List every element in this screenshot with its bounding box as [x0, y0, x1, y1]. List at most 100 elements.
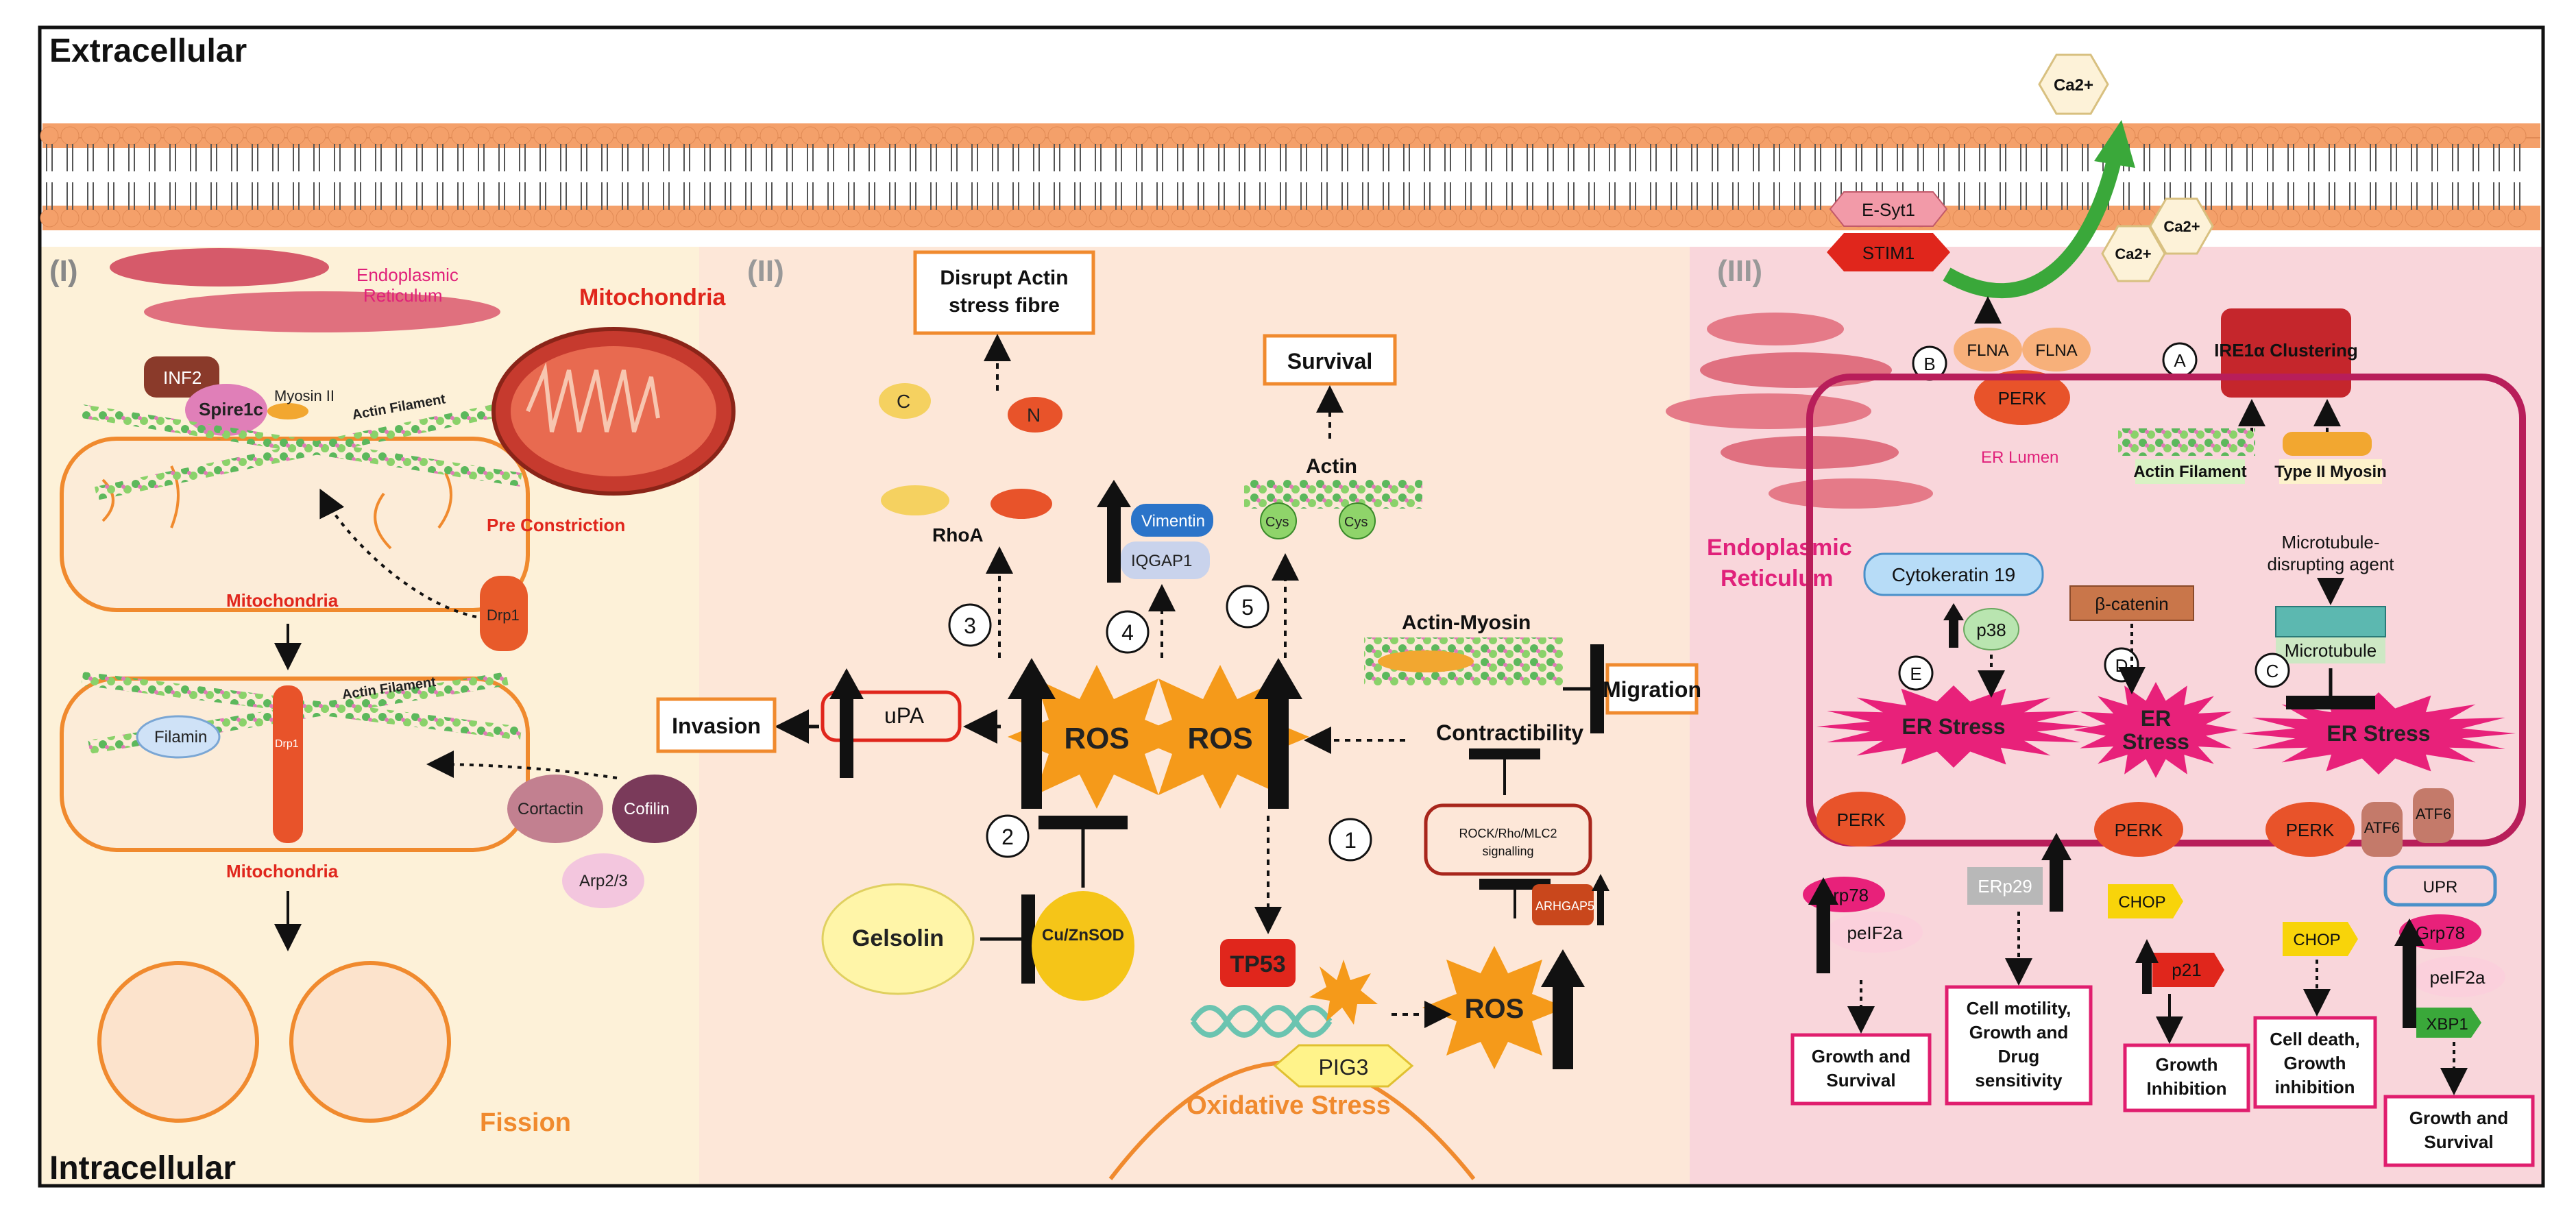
step-5-label: 5: [1241, 595, 1254, 620]
er-stress-e-burst: [1816, 685, 2091, 768]
actin-filament-er: [2118, 428, 2255, 456]
atf6-label-right: ATF6: [2416, 805, 2451, 823]
inf2-label: INF2: [163, 367, 202, 388]
step-4-label: 4: [1121, 620, 1134, 645]
er-label-3-line2: Reticulum: [1721, 565, 1833, 592]
up-arrow-grp78-e: [1808, 877, 1838, 973]
label-b: B: [1923, 354, 1935, 374]
arp23-label: Arp2/3: [579, 872, 628, 890]
p21-label: p21: [2172, 960, 2201, 980]
ros-burst-right: [1131, 665, 1309, 809]
migration-box: [1605, 663, 1699, 715]
pelf2a-atf6: [2409, 956, 2505, 997]
cys-label-2: Cys: [1344, 515, 1368, 530]
cys-residue-2: [1339, 502, 1376, 539]
perk-c: [2265, 802, 2355, 857]
outcome-2-line3: Drug: [1998, 1046, 2040, 1067]
mitochondria-label-1: Mitochondria: [226, 590, 339, 611]
up-arrow-grp78-atf6: [2394, 918, 2425, 1028]
outcome-box-2: [1945, 985, 2093, 1106]
er-stress-d-label-2: Stress: [2122, 729, 2189, 754]
calcium-flux-arrow: [1943, 156, 2122, 299]
rhoa-n-label: N: [1027, 404, 1041, 426]
fission-label: Fission: [480, 1108, 571, 1137]
er-stress-e-label: ER Stress: [1901, 714, 2005, 739]
chop-d-label: CHOP: [2118, 893, 2165, 912]
microtubule-protein: [2275, 606, 2386, 637]
filamin-protein: [136, 715, 221, 759]
daughter-mitochondrion-2: [289, 961, 451, 1123]
upr-loop: [2383, 865, 2497, 907]
step-1-circle: [1328, 818, 1372, 862]
rhoa-label: RhoA: [932, 524, 984, 546]
er-label-2: Reticulum: [363, 285, 443, 306]
xbp1-protein: [2416, 1008, 2481, 1038]
iqgap1-protein: [1121, 541, 1210, 579]
rhoa-c-domain: [879, 383, 931, 419]
er-tubule-1: [110, 248, 329, 287]
er-tubule-2: [144, 291, 500, 332]
gelsolin-label: Gelsolin: [852, 925, 944, 951]
cys-label-1: Cys: [1265, 515, 1289, 530]
outcome-1-line1: Growth and: [1812, 1046, 1910, 1067]
dna-helix: [1190, 1005, 1333, 1038]
rhoa-n-domain: [1008, 397, 1062, 433]
panel-2-label: (II): [747, 254, 784, 288]
mitochondria-label-2: Mitochondria: [226, 861, 339, 881]
arp23-protein: [562, 853, 644, 908]
atf6-protein-left: [2361, 802, 2403, 857]
panel-1: Endoplasmic Reticulum INF2 Spire1c Myosi…: [60, 248, 736, 1137]
outcome-1-line2: Survival: [1826, 1070, 1895, 1091]
atf6-label-left: ATF6: [2364, 819, 2400, 836]
arhgap5-protein: [1532, 884, 1594, 925]
outcome-2-line4: sensitivity: [1975, 1070, 2063, 1091]
outcome-box-1: [1790, 1033, 1932, 1106]
ros-label-left: ROS: [1064, 722, 1129, 755]
outcome-4-line1: Cell death,: [2270, 1029, 2359, 1049]
myosin-ii-protein: [267, 403, 308, 419]
step-2-label: 2: [1001, 825, 1014, 849]
label-e-circle: [1898, 655, 1934, 691]
xbp1-label: XBP1: [2426, 1015, 2468, 1034]
perk-c-label: PERK: [2286, 820, 2335, 840]
vimentin-label: Vimentin: [1141, 512, 1205, 531]
ros-burst-left: [1008, 665, 1186, 809]
grp78-atf6-label: Grp78: [2416, 923, 2465, 943]
flna-left-label: FLNA: [1967, 341, 2008, 360]
pig3-label: PIG3: [1319, 1055, 1369, 1080]
disrupt-actin-line1: Disrupt Actin: [940, 267, 1068, 289]
ca-ion-3-label: Ca2+: [2115, 245, 2151, 263]
cytokeratin19-protein: [1863, 552, 2044, 596]
atf6-protein-right: [2413, 788, 2454, 843]
step-2-circle: [986, 814, 1030, 858]
actin-label: Actin: [1306, 455, 1357, 478]
spire1c-label: Spire1c: [199, 399, 263, 419]
rock-loop: [1424, 803, 1592, 876]
perk-top: [1974, 370, 2070, 425]
iqgap1-label: IQGAP1: [1131, 552, 1192, 570]
pig3-star: [1309, 960, 1378, 1025]
outcome-box-4: [2253, 1016, 2377, 1109]
perk-e: [1816, 792, 1906, 846]
cu-zn-sod-protein: [1032, 891, 1134, 1001]
step-3-circle: [948, 603, 992, 647]
mt-agent-line1: Microtubule-: [2281, 532, 2379, 552]
outcome-box-5: [2383, 1095, 2535, 1167]
pelf2a-e: [1827, 912, 1923, 953]
actin-myosin-label: Actin-Myosin: [1402, 611, 1531, 634]
up-arrow-p38: [1943, 603, 1964, 648]
inf2-protein: [144, 356, 219, 398]
panel-3-label: (III): [1717, 254, 1762, 288]
step-5-circle: [1226, 585, 1269, 629]
chop-c-label: CHOP: [2293, 931, 2340, 949]
label-a: A: [2174, 350, 2186, 371]
outcome-2-line1: Cell motility,: [1967, 998, 2071, 1019]
drp1-protein-1: [480, 576, 528, 651]
cytokeratin19-label: Cytokeratin 19: [1892, 564, 2016, 585]
stim1-label: STIM1: [1862, 243, 1915, 263]
perk-e-label: PERK: [1837, 809, 1886, 830]
outcome-box-3: [2123, 1043, 2250, 1112]
rock-label-1: ROCK/Rho/MLC2: [1459, 827, 1557, 840]
cu-zn-sod-label: Cu/ZnSOD: [1042, 926, 1124, 945]
